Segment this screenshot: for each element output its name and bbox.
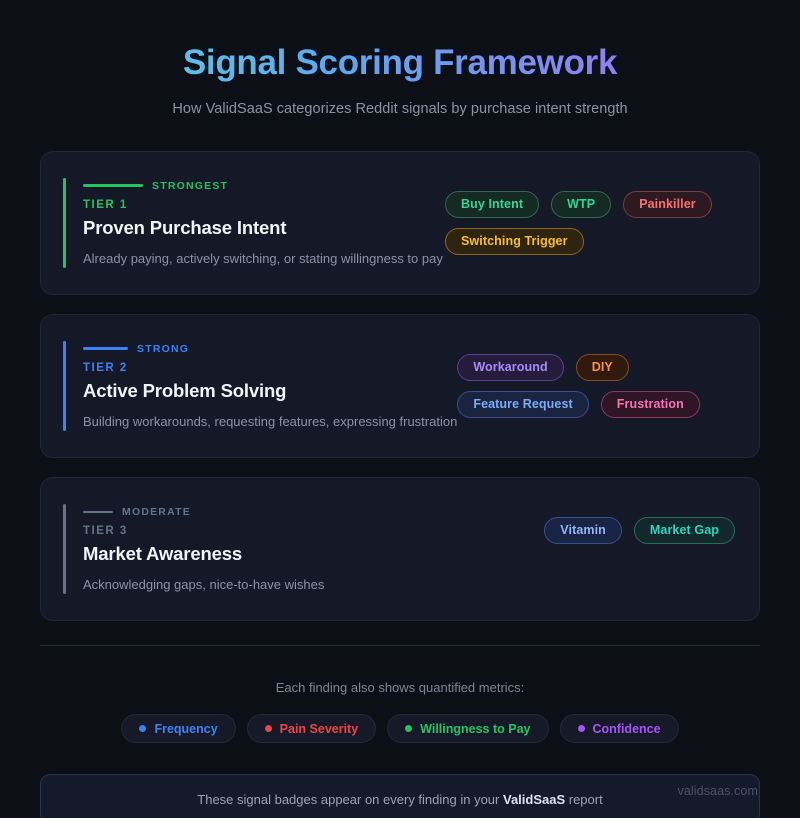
metric-dot-icon [405, 725, 413, 733]
signal-badge[interactable]: Market Gap [633, 516, 735, 544]
signal-badge[interactable]: Vitamin [544, 516, 622, 544]
footer-note-box: These signal badges appear on every find… [40, 774, 760, 818]
strength-dash-icon [83, 510, 113, 514]
tier-accent-bar [63, 340, 66, 431]
page-title: Signal Scoring Framework [40, 43, 760, 83]
tier-description: Already paying, actively switching, or s… [83, 250, 443, 266]
metric-label: Willingness to Pay [420, 721, 531, 736]
tier-strength-row: STRONGEST [83, 179, 443, 193]
footer-note-text: These signal badges appear on every find… [197, 792, 602, 807]
tier-strength-label: STRONG [137, 342, 190, 355]
tier-badge-group: Workaround DIY Feature Request Frustration [457, 341, 735, 418]
metric-label: Pain Severity [279, 721, 359, 736]
signal-badge[interactable]: Workaround [457, 353, 564, 381]
tier-badge-group: Vitamin Market Gap [544, 504, 735, 544]
footer-brand: ValidSaaS [502, 791, 566, 807]
tier-accent-bar [63, 177, 66, 268]
tier-name: Proven Purchase Intent [83, 216, 287, 238]
tier-number-label: TIER 1 [83, 198, 128, 211]
metric-dot-icon [139, 725, 147, 733]
strength-dash-icon [83, 184, 143, 187]
metric-label: Confidence [592, 721, 661, 736]
tier-description: Acknowledging gaps, nice-to-have wishes [83, 576, 325, 592]
metric-dot-icon [264, 725, 272, 733]
metric-pill[interactable]: Frequency [121, 714, 236, 744]
metric-pill[interactable]: Confidence [559, 714, 679, 744]
page-subtitle: How ValidSaaS categorizes Reddit signals… [172, 100, 628, 117]
strength-dash-icon [83, 347, 128, 350]
tier-name: Active Problem Solving [83, 379, 287, 401]
tier-strength-label: MODERATE [122, 505, 191, 518]
metric-pill[interactable]: Willingness to Pay [387, 714, 549, 744]
metrics-pill-row: Frequency Pain Severity Willingness to Pay… [40, 714, 760, 744]
tier-strength-row: STRONG [83, 342, 457, 356]
signal-badge[interactable]: Painkiller [623, 190, 712, 218]
metric-pill[interactable]: Pain Severity [246, 714, 377, 744]
section-divider [40, 645, 760, 647]
tier-description: Building workarounds, requesting feature… [83, 413, 458, 429]
page-header: Signal Scoring Framework How ValidSaaS c… [40, 0, 760, 117]
tier-strength-row: MODERATE [83, 505, 324, 519]
tier-name: Market Awareness [83, 542, 243, 564]
metric-dot-icon [577, 725, 585, 733]
signal-badge[interactable]: Switching Trigger [445, 227, 584, 255]
footer-text-before: These signal badges appear on every find… [197, 791, 503, 807]
signal-badge[interactable]: DIY [575, 353, 629, 381]
signal-badge[interactable]: Feature Request [457, 390, 589, 418]
watermark: validsaas.com [677, 784, 758, 798]
signal-badge[interactable]: Buy Intent [445, 190, 540, 218]
metrics-caption: Each finding also shows quantified metri… [275, 680, 525, 696]
tier-number-label: TIER 3 [83, 524, 128, 537]
signal-badge[interactable]: WTP [551, 190, 612, 218]
signal-badge[interactable]: Frustration [600, 390, 700, 418]
tier-strength-label: STRONGEST [152, 179, 229, 192]
tier-accent-bar [63, 503, 66, 595]
footer-text-after: report [565, 791, 603, 807]
tier-number-label: TIER 2 [83, 361, 128, 374]
metric-label: Frequency [154, 721, 218, 736]
